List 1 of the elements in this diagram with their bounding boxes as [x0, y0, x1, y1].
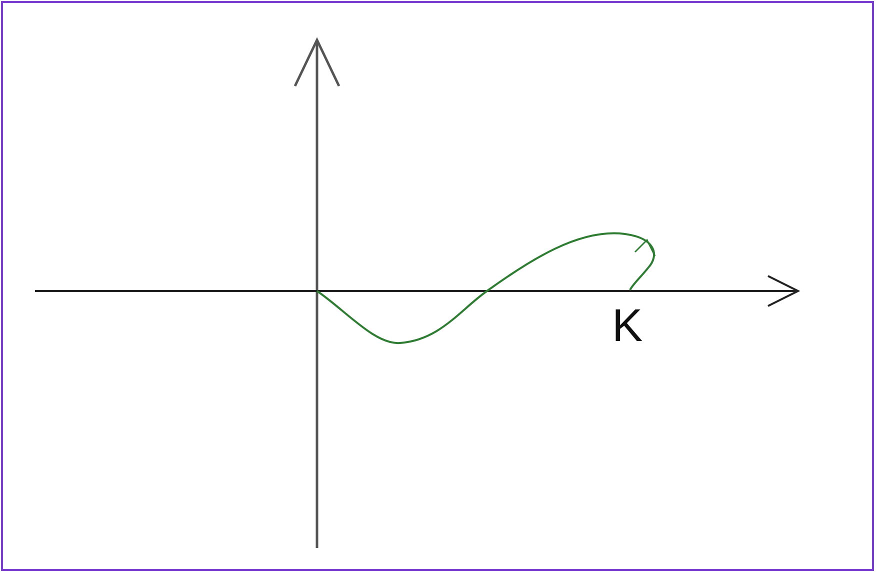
axis-label: K — [612, 302, 643, 348]
